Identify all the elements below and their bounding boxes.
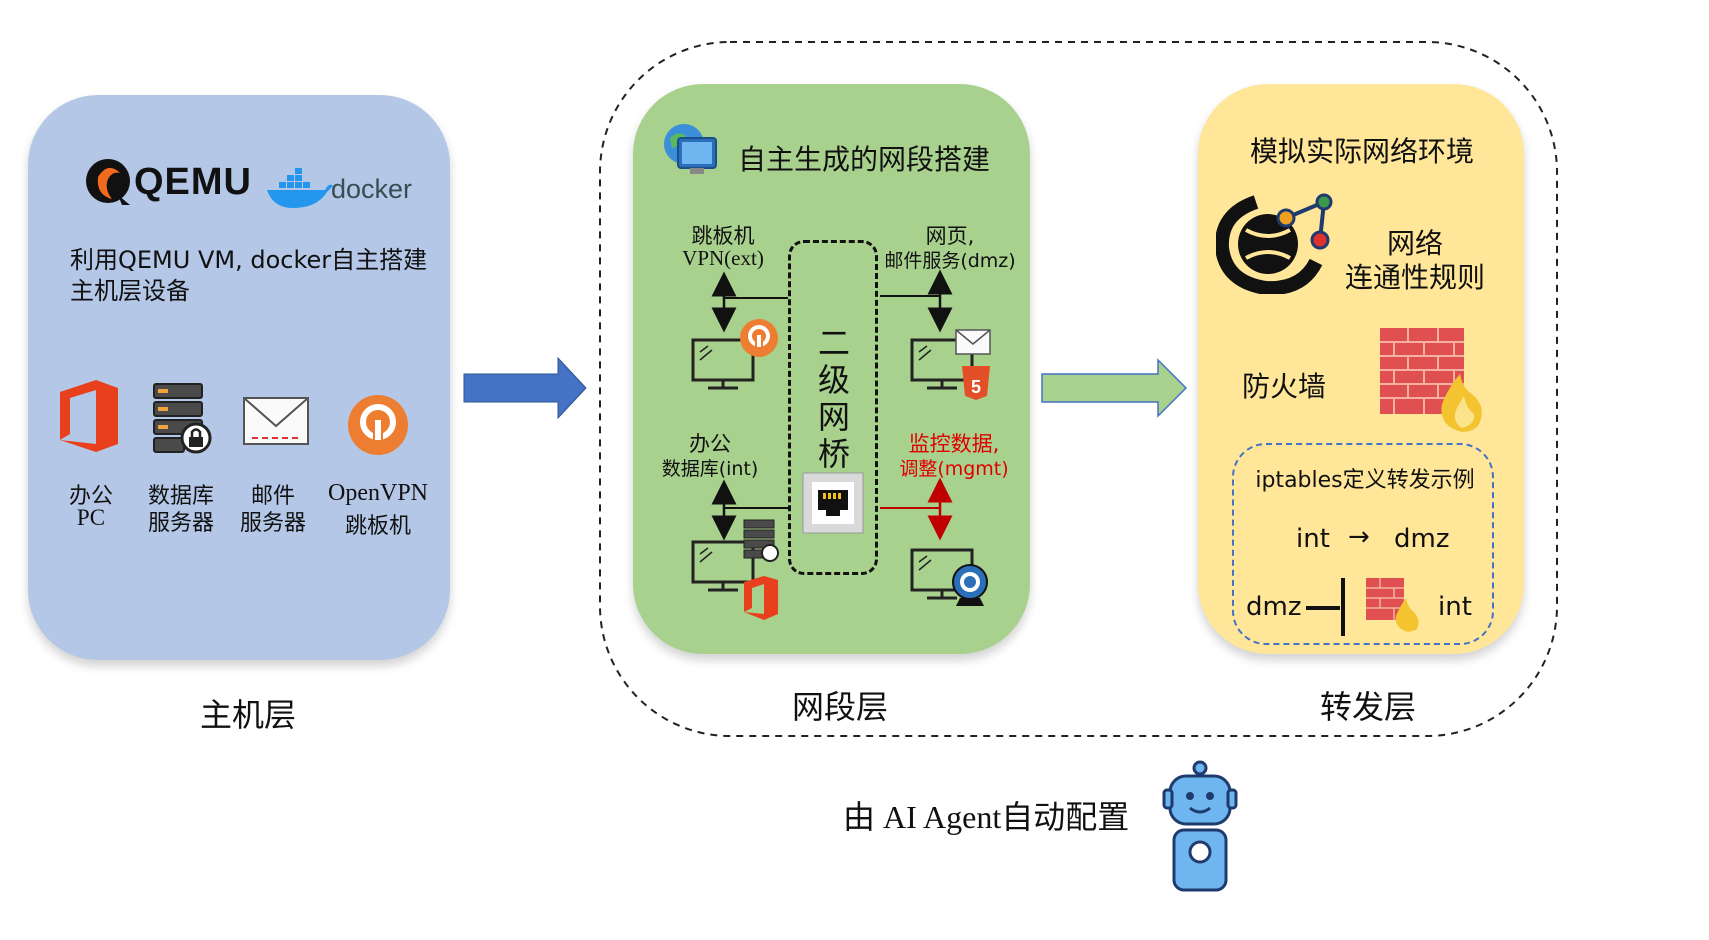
office-icon xyxy=(60,380,118,452)
mail-icon xyxy=(243,397,309,445)
device-label-mail-line2: 服务器 xyxy=(239,511,306,536)
forward-title: 模拟实际网络环境 xyxy=(1250,135,1475,168)
office-pc-icon xyxy=(56,378,122,454)
host-layer-caption: 主机层 xyxy=(199,696,296,734)
dashed-group-border xyxy=(599,41,1558,737)
docker-whale-icon xyxy=(267,168,333,208)
database-server-icon xyxy=(153,383,212,454)
device-label-mail-line1: 邮件 xyxy=(250,484,295,509)
mail-server-device xyxy=(242,396,312,448)
device-label-db-line2: 服务器 xyxy=(147,511,214,536)
ethernet-port-icon xyxy=(802,472,864,534)
web-computer-icon xyxy=(910,338,974,390)
segment-title: 自主生成的网段搭建 xyxy=(738,143,991,176)
db-badge-server-icon xyxy=(743,519,779,562)
globe-network-icon xyxy=(1216,193,1333,294)
database-server-device xyxy=(150,382,216,454)
vpn-node-label-line1: 跳板机 xyxy=(691,224,755,248)
globe-computer-icon xyxy=(664,124,717,174)
mgmt-badge-webcam-icon xyxy=(952,564,988,606)
bridge-char-2: 级 xyxy=(817,361,850,399)
ai-agent-label: 由 AI Agent自动配置 xyxy=(843,799,1130,835)
allow-from: int xyxy=(1296,524,1330,554)
device-label-office-line2: PC xyxy=(76,505,106,530)
green-arrow xyxy=(1041,358,1188,418)
firewall-label: 防火墙 xyxy=(1242,370,1327,403)
rule-label-line1: 网络 xyxy=(1386,227,1443,260)
small-firewall-icon xyxy=(1366,578,1419,632)
db-computer-icon xyxy=(691,540,755,592)
web-node-label-line1: 网页, xyxy=(925,224,975,248)
vpn-node-label-line2: VPN(ext) xyxy=(682,246,764,270)
segment-layer-caption: 网段层 xyxy=(791,688,888,726)
host-description-line2: 主机层设备 xyxy=(70,277,190,305)
openvpn-device xyxy=(347,394,409,456)
bridge-char-3: 网 xyxy=(817,398,850,436)
rule-label-line2: 连通性规则 xyxy=(1344,261,1485,294)
mgmt-node-label-line1: 监控数据, xyxy=(908,432,1000,456)
iptables-box xyxy=(1232,443,1494,645)
deny-from: dmz xyxy=(1246,592,1302,622)
blue-arrow xyxy=(463,356,587,420)
robot-icon xyxy=(1160,760,1240,940)
docker-logo: docker xyxy=(265,168,435,212)
bridge-char-4: 桥 xyxy=(817,435,850,473)
qemu-logo-text: QEMU xyxy=(134,161,252,203)
vpn-computer-icon xyxy=(691,338,755,390)
web-badge-mail-icon xyxy=(955,329,991,355)
robot-agent-icon xyxy=(1162,760,1238,892)
ethernet-icon xyxy=(802,472,864,534)
brick-firewall-icon xyxy=(1380,328,1482,432)
bridge-char-1: 二 xyxy=(817,324,850,362)
mgmt-node-label-line2: 调整(mgmt) xyxy=(899,458,1009,480)
qemu-logo: QEMU xyxy=(82,155,251,215)
host-description-line1: 利用QEMU VM, docker自主搭建 xyxy=(70,246,428,274)
web-node-label-line2: 邮件服务(dmz) xyxy=(884,250,1016,272)
network-globe-icon xyxy=(660,120,720,180)
allow-to: dmz xyxy=(1394,524,1450,554)
db-node-label-line2: 数据库(int) xyxy=(661,458,759,480)
deny-to: int xyxy=(1438,592,1472,622)
svg-text:5: 5 xyxy=(971,377,981,397)
device-label-office-line1: 办公 xyxy=(68,484,113,509)
qemu-logo-icon xyxy=(86,159,130,205)
firewall-icon xyxy=(1378,326,1490,434)
network-rule-icon xyxy=(1216,190,1340,294)
device-label-vpn-line2: 跳板机 xyxy=(344,514,411,539)
forward-layer-caption: 转发层 xyxy=(1319,688,1416,726)
device-label-db-line1: 数据库 xyxy=(147,484,214,509)
docker-logo-text: docker xyxy=(331,174,413,204)
web-badge-html5-icon: 5 xyxy=(962,366,990,400)
forward-layer-panel xyxy=(1198,84,1524,654)
db-badge-office-icon xyxy=(744,576,778,620)
allow-arrow: → xyxy=(1348,522,1370,552)
vpn-badge-openvpn-icon xyxy=(740,319,778,357)
iptables-title: iptables定义转发示例 xyxy=(1255,468,1475,493)
openvpn-icon xyxy=(348,395,408,455)
db-node-label-line1: 办公 xyxy=(689,432,731,456)
device-label-vpn-line1: OpenVPN xyxy=(328,480,428,506)
bridge-box xyxy=(788,240,878,575)
